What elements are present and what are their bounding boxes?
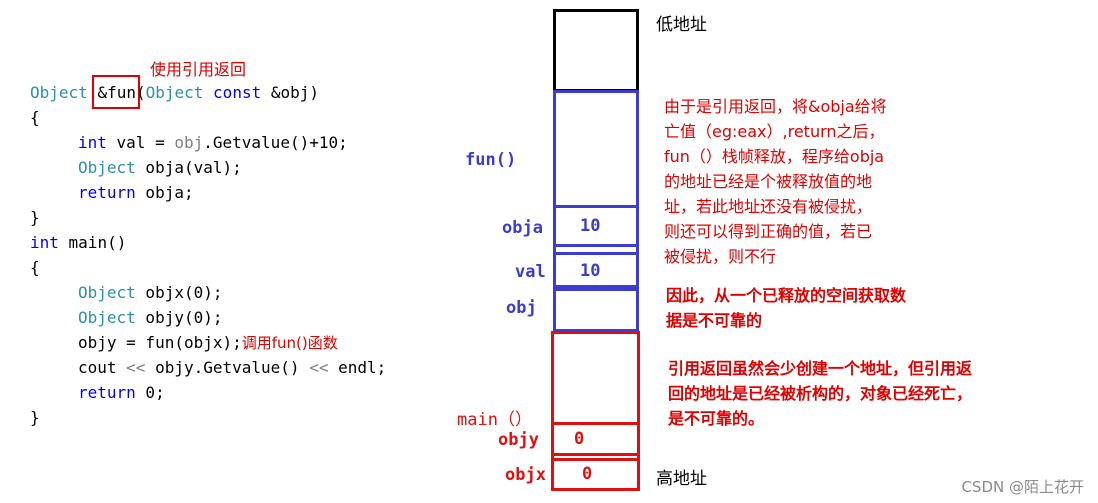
code-line-11: objy = fun(objx);调用fun()函数	[78, 333, 338, 352]
high-address-label: 高地址	[656, 469, 707, 489]
obj-label: obj	[506, 298, 537, 318]
code-line-8: {	[30, 258, 40, 277]
stack-low-region	[553, 9, 639, 92]
obj-cell	[553, 288, 639, 332]
low-address-label: 低地址	[656, 15, 707, 35]
code-annotation-call: 调用fun()函数	[241, 334, 338, 352]
val-label: val	[515, 262, 546, 282]
code-line-6: }	[30, 208, 40, 227]
code-line-2: {	[30, 108, 40, 127]
objx-value: 0	[582, 464, 593, 484]
obja-value: 10	[580, 216, 601, 236]
code-line-5: return obja;	[78, 183, 194, 202]
code-line-4: Object obja(val);	[78, 158, 242, 177]
val-value: 10	[580, 261, 601, 281]
code-line-13: return 0;	[78, 383, 165, 402]
objx-label: objx	[505, 465, 546, 485]
val-cell	[553, 252, 639, 288]
code-line-7: int main()	[30, 233, 127, 252]
code-line-12: cout << objy.Getvalue() << endl;	[78, 358, 387, 377]
code-line-14: }	[30, 408, 40, 427]
obja-label: obja	[502, 218, 543, 238]
objy-value: 0	[574, 429, 585, 449]
note-freed-address: 由于是引用返回，将&obja给将 亡值（eg:eax）,return之后， fu…	[664, 97, 887, 266]
objy-cell	[551, 422, 640, 456]
watermark: CSDN @陌上花开	[961, 478, 1084, 496]
objy-label: objy	[498, 430, 539, 450]
fun-name-highlight-box	[92, 75, 140, 109]
fun-frame-label: fun()	[465, 150, 517, 170]
code-line-10: Object objy(0);	[78, 308, 223, 327]
code-line-1: Object &fun(Object const &obj)	[30, 83, 320, 102]
objx-cell	[551, 458, 640, 491]
main-frame-label: main（）	[457, 410, 532, 430]
obja-cell	[553, 205, 639, 247]
code-annotation-return-by-reference: 使用引用返回	[150, 60, 247, 79]
code-line-9: Object objx(0);	[78, 283, 223, 302]
note-conclusion: 引用返回虽然会少创建一个地址，但引用返 回的地址是已经被析构的，对象已经死亡， …	[668, 359, 973, 428]
note-unreliable-data: 因此，从一个已释放的空间获取数 据是不可靠的	[666, 286, 907, 330]
code-line-3: int val = obj.Getvalue()+10;	[78, 133, 348, 152]
